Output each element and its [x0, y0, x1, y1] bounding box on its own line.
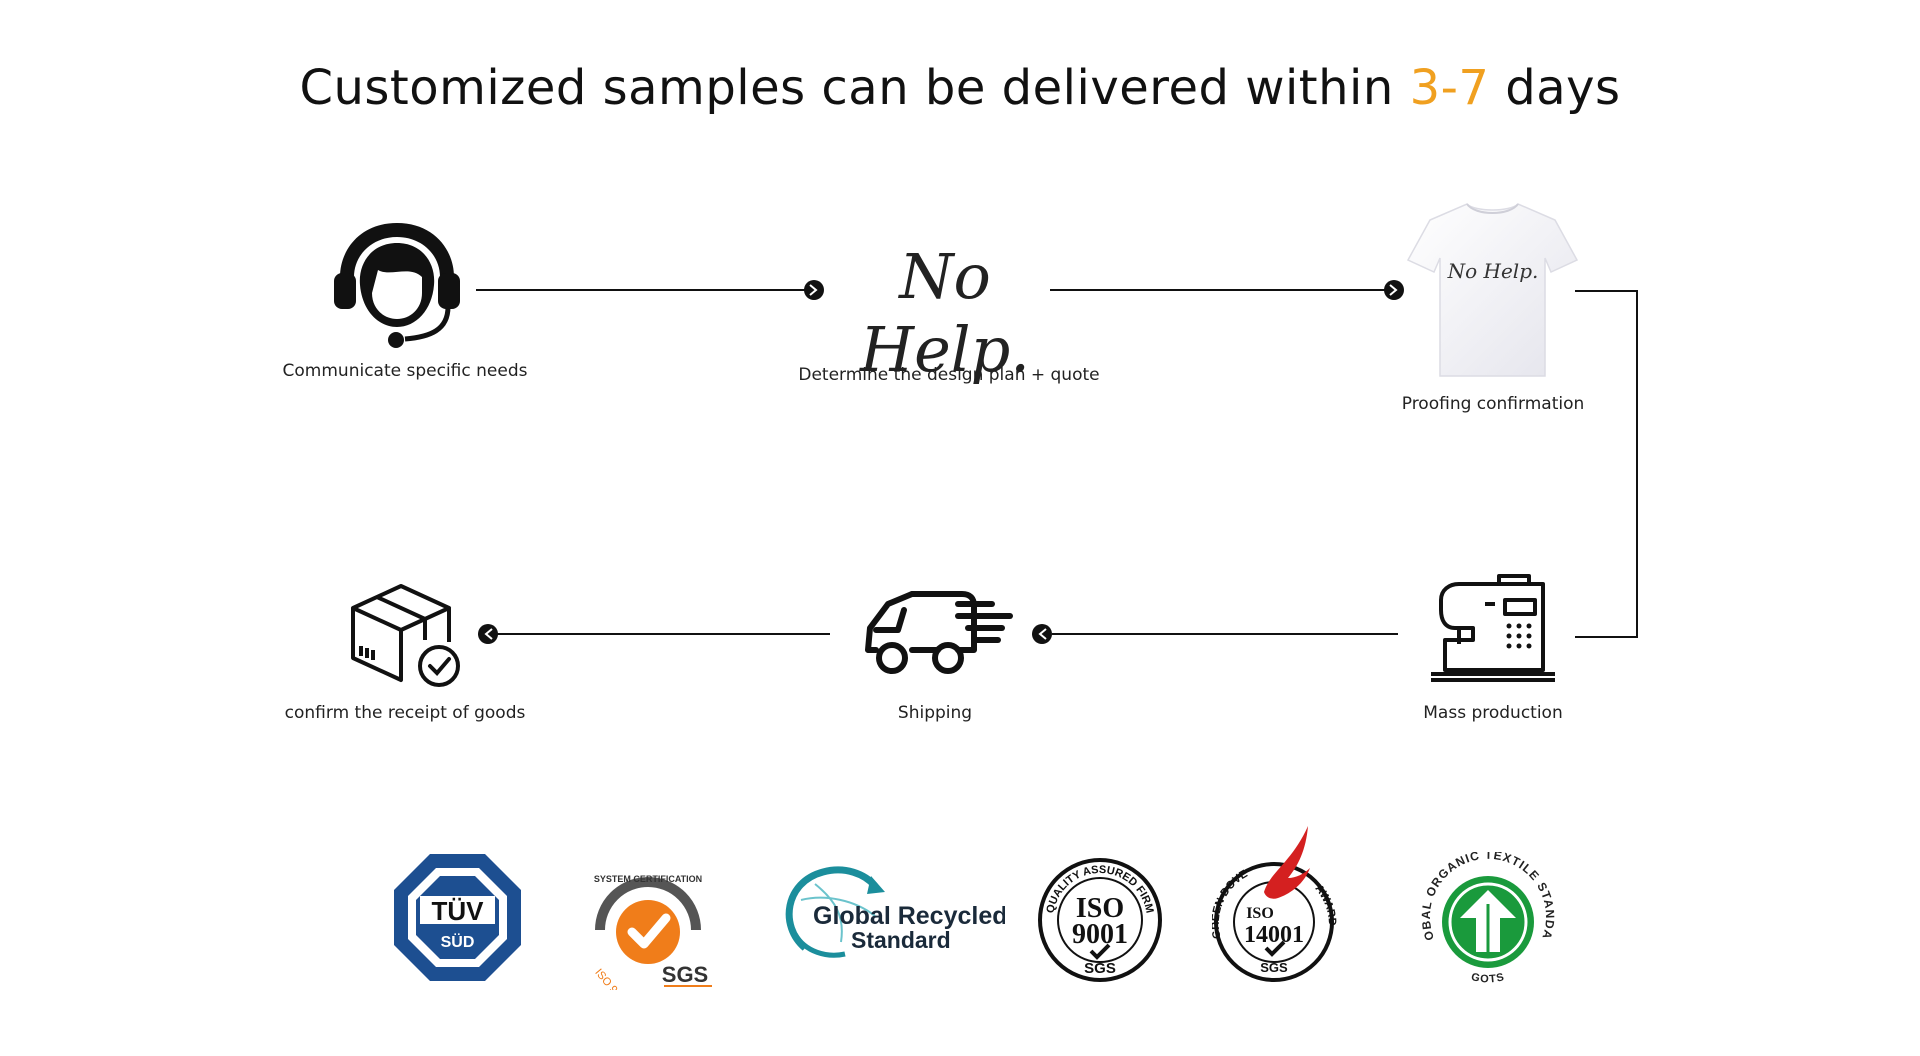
iso9001-sgs-seal: QUALITY ASSURED FIRM ISO 9001 SGS	[1038, 858, 1162, 982]
step-label-design-plan: Determine the design plan + quote	[798, 365, 1100, 385]
headline-highlight: 3-7	[1409, 60, 1490, 116]
sewing-machine-icon	[1431, 574, 1555, 682]
global-recycled-standard-logo: Global Recycled Standard	[785, 866, 1005, 958]
delivery-truck-icon	[865, 591, 1013, 674]
svg-text:GOTS: GOTS	[1470, 971, 1506, 985]
svg-text:9001: 9001	[1072, 919, 1128, 950]
arrow-right-icon	[1384, 280, 1404, 300]
svg-text:Standard: Standard	[851, 927, 951, 953]
svg-text:SGS: SGS	[1084, 960, 1116, 977]
headset-agent-icon	[334, 223, 460, 348]
sgs-iso9001-logo: SYSTEM CERTIFICATION ISO 9001 SGS	[592, 874, 712, 990]
arrow-left-icon	[478, 624, 498, 644]
page-headline: Customized samples can be delivered with…	[0, 60, 1920, 116]
svg-text:14001: 14001	[1244, 922, 1304, 948]
arrow-right-icon	[804, 280, 824, 300]
brand-script-logo: No Help.	[860, 240, 1030, 386]
svg-text:SGS: SGS	[1260, 960, 1288, 975]
tshirt-print-text: No Help.	[1447, 259, 1539, 283]
tuv-sud-logo: TÜV SÜD	[394, 854, 521, 981]
svg-text:ISO: ISO	[1076, 893, 1124, 924]
headline-prefix: Customized samples can be delivered with…	[299, 60, 1410, 116]
svg-text:SYSTEM CERTIFICATION: SYSTEM CERTIFICATION	[594, 874, 702, 884]
svg-text:Global Recycled: Global Recycled	[813, 902, 1005, 930]
svg-text:SGS: SGS	[662, 962, 708, 987]
svg-text:SÜD: SÜD	[441, 932, 475, 951]
step-label-mass-production: Mass production	[1423, 703, 1563, 723]
gots-logo: GLOBAL ORGANIC TEXTILE STANDARD GOTS	[1418, 852, 1556, 986]
step-label-receipt: confirm the receipt of goods	[284, 703, 526, 723]
tshirt-icon: No Help.	[1406, 203, 1579, 377]
step-label-shipping: Shipping	[897, 703, 973, 723]
headline-suffix: days	[1489, 60, 1621, 116]
iso14001-green-dove-seal: GREEN DOVE AWARD ISO 14001 SGS	[1212, 826, 1338, 982]
arrow-left-icon	[1032, 624, 1052, 644]
svg-text:ISO 9001: ISO 9001	[592, 967, 631, 990]
package-check-icon	[351, 584, 460, 687]
svg-text:ISO: ISO	[1246, 905, 1274, 922]
step-label-proofing: Proofing confirmation	[1401, 394, 1585, 414]
svg-text:TÜV: TÜV	[432, 896, 485, 926]
step-label-communicate: Communicate specific needs	[282, 361, 528, 381]
